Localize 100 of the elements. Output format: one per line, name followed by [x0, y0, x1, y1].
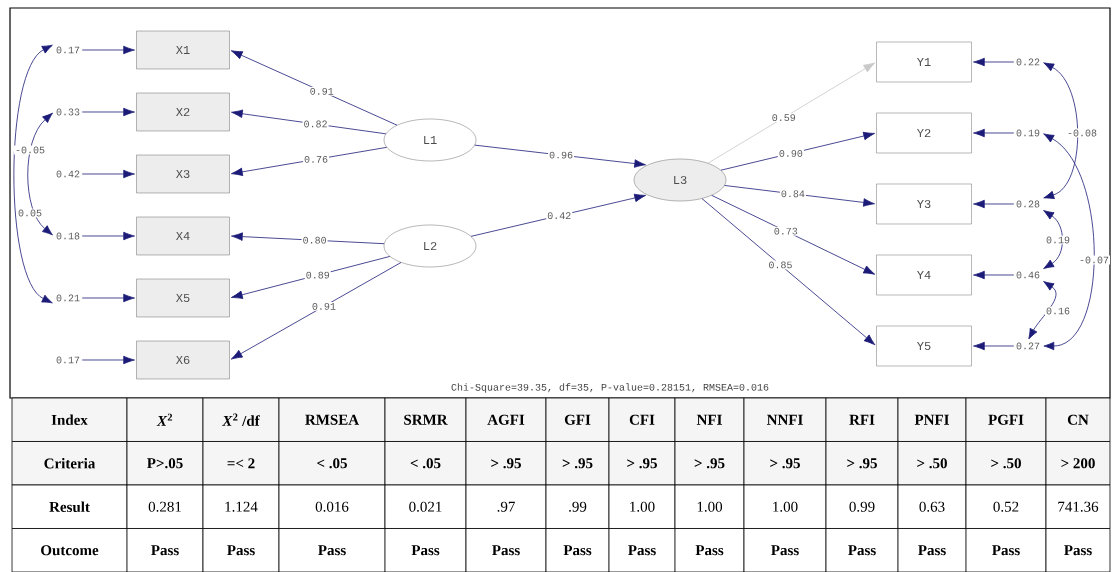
table-cell: P>.05 [126, 441, 204, 486]
header-cell: X$^{2}$ /df [202, 397, 280, 442]
arrow [707, 62, 876, 164]
arrow [230, 50, 398, 126]
table-cell: > .95 [608, 441, 676, 486]
table-cell: > .50 [965, 441, 1047, 486]
arrow [973, 57, 1015, 67]
table-cell: Pass [545, 528, 610, 572]
arrow [724, 185, 875, 207]
table-cell: 0.99 [825, 484, 899, 529]
variable-box: Y5 [876, 325, 972, 367]
table-cell: > .95 [825, 441, 899, 486]
edge-label: 0.90 [779, 150, 803, 157]
table-cell: 0.63 [897, 484, 967, 529]
correlation-arrow [13, 44, 53, 304]
arrow [474, 144, 646, 168]
table-cell: Pass [202, 528, 280, 572]
variable-box: X3 [136, 154, 230, 194]
error-value: 0.46 [1016, 271, 1040, 279]
table-cell: 0.016 [278, 484, 386, 529]
table-cell: Criteria [11, 441, 128, 486]
table-cell: .99 [545, 484, 610, 529]
correlation-arrow [1043, 210, 1063, 269]
header-cell: PGFI [965, 397, 1047, 442]
arrow [81, 45, 135, 55]
arrow [711, 195, 876, 275]
edge-label: 0.19 [1045, 235, 1071, 245]
table-cell: > .95 [545, 441, 610, 486]
edge-label: -0.08 [1066, 128, 1098, 138]
edge-label: 0.85 [769, 261, 792, 269]
arrow [231, 232, 385, 245]
header-cell: CFI [608, 397, 676, 442]
edge-label: 0.73 [774, 227, 798, 235]
edge-label: 0.91 [310, 87, 334, 95]
edge-label: 0.91 [312, 302, 336, 310]
arrow [973, 128, 1015, 138]
correlation-arrow [1043, 133, 1095, 351]
edge-label: 0.96 [549, 151, 573, 159]
header-cell: X$^{2}$ [126, 397, 204, 442]
table-cell: 741.36 [1045, 484, 1111, 529]
correlation-arrow [1043, 62, 1079, 200]
arrow [231, 146, 388, 177]
edge-label: 0.59 [772, 114, 796, 121]
table-cell: 1.124 [202, 484, 280, 529]
table-cell: Pass [897, 528, 967, 572]
table-cell: Pass [743, 528, 827, 572]
variable-box: X1 [136, 30, 230, 70]
arrow [81, 293, 135, 303]
variable-box: Y3 [876, 183, 972, 225]
table-cell: 0.52 [965, 484, 1047, 529]
table-cell: > .95 [465, 441, 547, 486]
table-cell: 0.281 [126, 484, 204, 529]
table-cell: < .05 [384, 441, 467, 486]
table-cell: Pass [1045, 528, 1111, 572]
error-value: 0.17 [56, 46, 80, 54]
table-cell: .97 [465, 484, 547, 529]
arrow [230, 262, 402, 360]
table-cell: 1.00 [608, 484, 676, 529]
header-cell: CN [1045, 397, 1111, 442]
error-value: 0.19 [1016, 129, 1040, 137]
caption: Chi-Square=39.35, df=35, P-value=0.28151, RMSEA=0.016 [451, 383, 769, 393]
header-cell: PNFI [897, 397, 967, 442]
header-cell: SRMR [384, 397, 467, 442]
error-value: 0.28 [1016, 200, 1040, 208]
arrow [81, 169, 135, 179]
arrow [231, 256, 391, 299]
edge-label: 0.76 [304, 155, 328, 163]
correlation-arrow [1028, 281, 1057, 340]
error-value: 0.22 [1016, 58, 1040, 66]
error-value: 0.33 [56, 108, 80, 116]
table-cell: < .05 [278, 441, 386, 486]
arrow [81, 355, 135, 365]
variable-box: Y1 [876, 41, 972, 83]
edge-label: 0.82 [304, 120, 327, 128]
header-cell: Index [11, 397, 128, 442]
variable-box: X4 [136, 216, 230, 256]
error-value: 0.27 [1016, 342, 1040, 350]
error-value: 0.21 [56, 294, 80, 302]
arrow [973, 341, 1015, 351]
arrow [720, 131, 875, 171]
header-cell: RMSEA [278, 397, 386, 442]
table-cell: Pass [384, 528, 467, 572]
table-cell: 1.00 [674, 484, 745, 529]
variable-box: X2 [136, 92, 230, 132]
edge-label: 0.80 [303, 236, 326, 244]
table-cell: =< 2 [202, 441, 280, 486]
arrow [470, 193, 646, 237]
edge-label: 0.89 [306, 271, 330, 279]
arrow [81, 107, 135, 117]
table-cell: > .95 [743, 441, 827, 486]
arrow [973, 270, 1015, 280]
table-cell: > 200 [1045, 441, 1111, 486]
table-cell: Outcome [11, 528, 128, 572]
table-cell: Pass [674, 528, 745, 572]
table-cell: > .50 [897, 441, 967, 486]
table-cell: > .95 [674, 441, 745, 486]
arrow [231, 109, 387, 135]
variable-box: X5 [136, 278, 230, 318]
edge-label: -0.07 [1078, 255, 1110, 265]
table-cell: 1.00 [743, 484, 827, 529]
